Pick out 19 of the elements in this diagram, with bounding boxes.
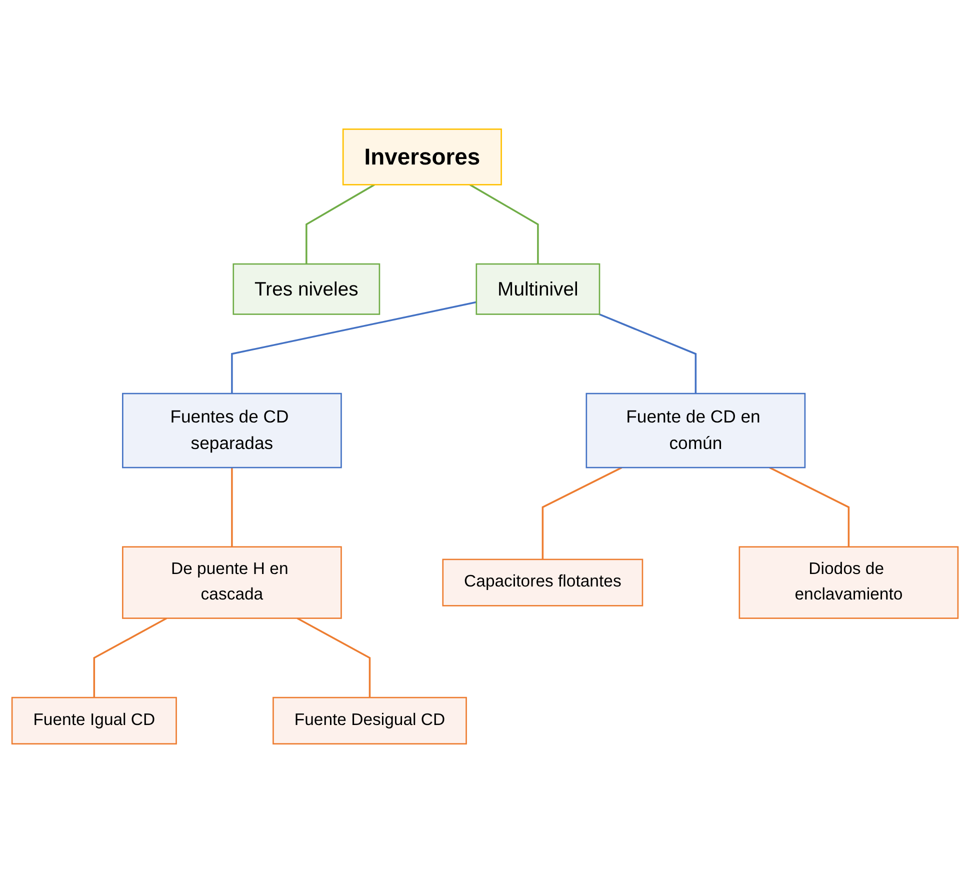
connector xyxy=(231,468,233,547)
node-box: Inversores xyxy=(342,128,502,186)
connector xyxy=(296,617,371,698)
connector xyxy=(231,301,477,394)
connector xyxy=(542,466,622,560)
node-box: Fuentes de CD separadas xyxy=(122,392,342,468)
node-box: Diodos de enclavamiento xyxy=(738,546,959,619)
connector xyxy=(93,617,168,698)
node-box: Capacitores flotantes xyxy=(442,558,644,606)
node-box: De puente H en cascada xyxy=(122,546,342,619)
node-box: Tres niveles xyxy=(232,263,380,315)
node-box: Multinivel xyxy=(476,263,600,315)
node-box: Fuente Igual CD xyxy=(11,696,177,744)
node-box: Fuente de CD en común xyxy=(586,392,806,468)
connector xyxy=(598,313,697,394)
connector xyxy=(469,184,539,264)
connector xyxy=(306,184,375,264)
connector xyxy=(769,466,850,547)
node-box: Fuente Desigual CD xyxy=(272,696,467,744)
